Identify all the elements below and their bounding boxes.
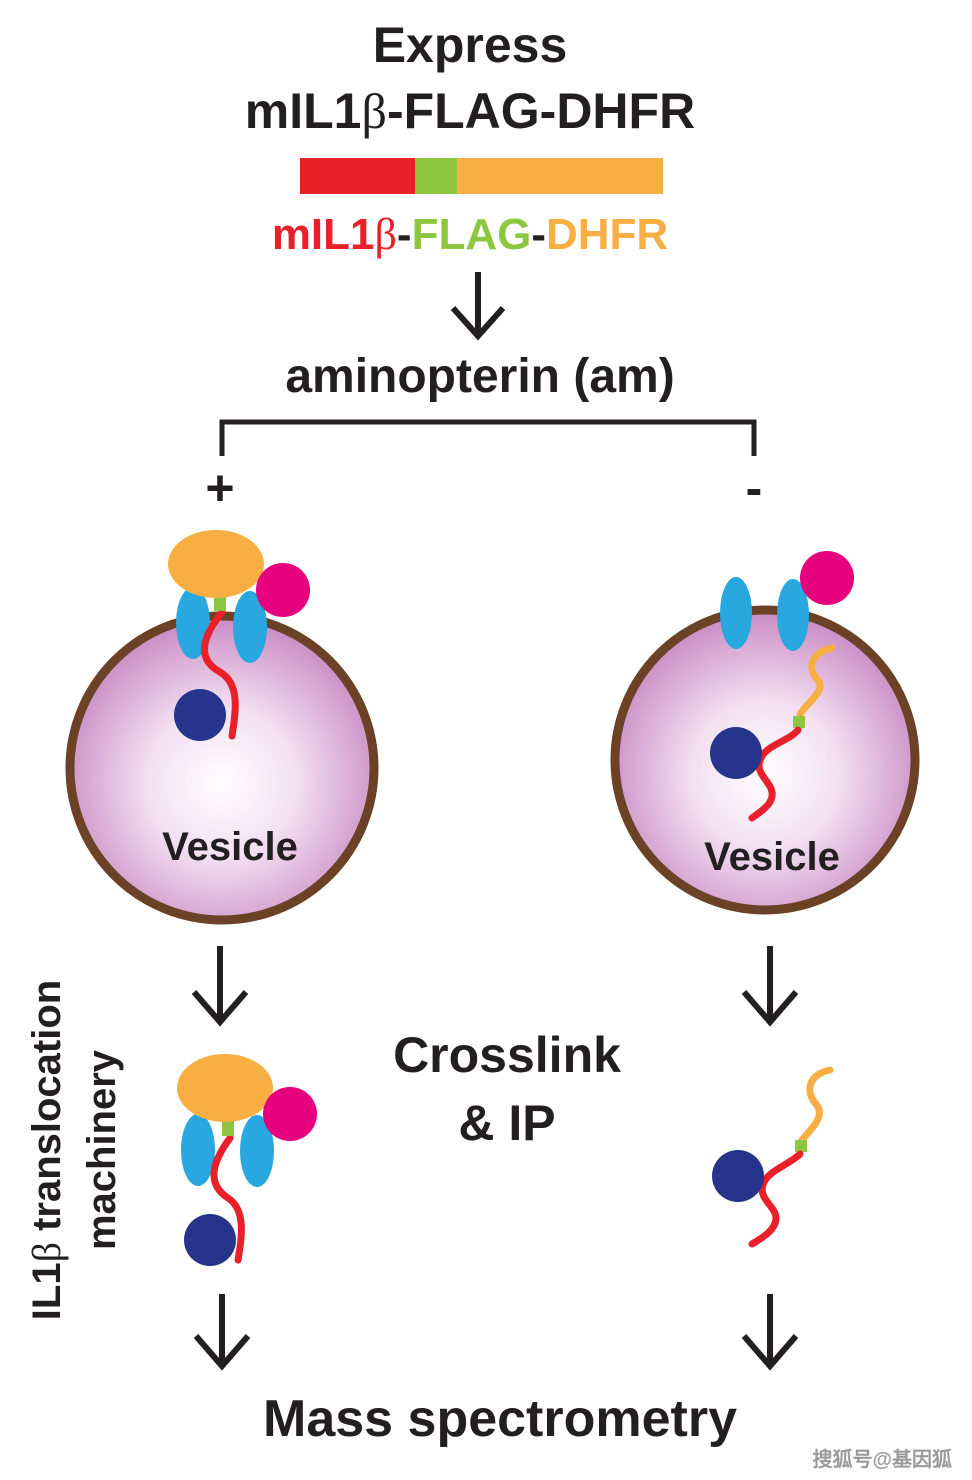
step-line1: Crosslink: [393, 1027, 621, 1083]
navy-ball-right: [710, 727, 762, 779]
side-label-line2: machinery: [80, 1049, 124, 1250]
watermark: 搜狐号@基因狐: [812, 1447, 952, 1471]
title-line2: mIL1β-FLAG-DHFR: [245, 83, 695, 139]
construct-bar: [300, 158, 663, 194]
navy-ball-ip-right: [712, 1150, 764, 1202]
construct-segment-mil1b: [300, 158, 415, 194]
step-line2: & IP: [458, 1095, 555, 1151]
right-ip-complex: [712, 1066, 834, 1248]
navy-ball-left: [174, 689, 226, 741]
side-label-line1: IL1β translocation: [24, 980, 69, 1320]
arrow-down-icon: [193, 1294, 251, 1371]
arrow-down-icon: [741, 946, 799, 1027]
side-label: IL1β translocation machinery: [24, 980, 124, 1320]
arrow-down-icon: [450, 272, 506, 341]
mil1b-chain-left: [201, 608, 239, 740]
dhfr-chain-ip-right: [798, 1066, 834, 1144]
dhfr-chain-right: [796, 644, 836, 718]
channel-left-b: [233, 591, 267, 663]
dhfr-blob-left: [168, 530, 264, 598]
right-complex: [710, 551, 854, 822]
flag-tag-right: [793, 716, 805, 728]
treatment-label: aminopterin (am): [285, 350, 674, 403]
pink-partner-left: [256, 563, 310, 617]
flag-tag-ip-left: [222, 1120, 234, 1136]
construct-segment-dhfr: [457, 158, 663, 194]
mil1b-chain-ip-right: [748, 1150, 804, 1248]
channel-ip-left-a: [181, 1114, 215, 1186]
dhfr-blob-ip-left: [177, 1054, 273, 1122]
channel-ip-left-b: [240, 1115, 274, 1187]
arrow-down-icon: [191, 946, 249, 1027]
pink-partner-ip-left: [263, 1087, 317, 1141]
navy-ball-ip-left: [184, 1214, 236, 1266]
flag-tag-left: [214, 597, 226, 611]
pink-partner-right: [800, 551, 854, 605]
right-vesicle-label: Vesicle: [704, 835, 840, 879]
right-vesicle: [610, 605, 920, 915]
mil1b-chain-right: [748, 726, 802, 822]
final-label: Mass spectrometry: [263, 1390, 737, 1448]
construct-label: mIL1β-FLAG-DHFR: [272, 210, 668, 259]
channel-right-b: [777, 579, 809, 651]
channel-left-a: [176, 587, 210, 659]
arrow-down-icon: [741, 1294, 799, 1371]
minus-sign: -: [746, 460, 763, 516]
treatment-bracket: [219, 419, 757, 456]
left-ip-complex: [177, 1054, 317, 1266]
left-vesicle-label: Vesicle: [162, 825, 298, 869]
channel-right-a: [720, 577, 752, 649]
title-line1: Express: [373, 17, 568, 73]
flag-tag-ip-right: [795, 1140, 807, 1152]
left-vesicle: [65, 611, 379, 925]
mil1b-chain-ip-left: [210, 1134, 245, 1264]
construct-segment-flag: [415, 158, 457, 194]
plus-sign: +: [205, 460, 234, 516]
left-translocation-complex: [168, 530, 310, 741]
